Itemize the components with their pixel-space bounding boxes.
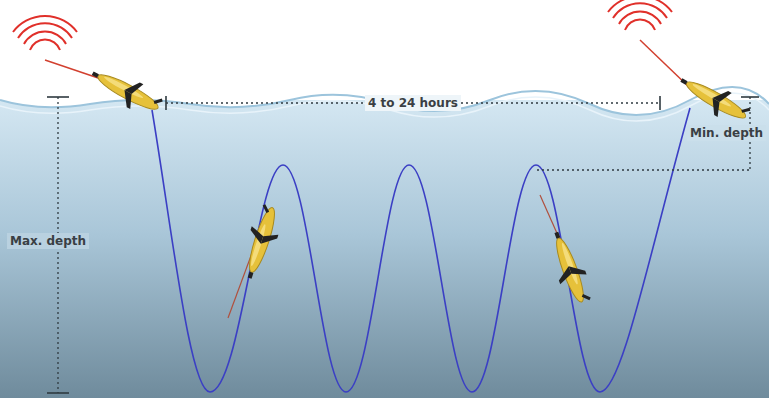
ocean [0, 100, 769, 398]
diving-glider [228, 203, 286, 318]
surface-glider [86, 61, 164, 120]
climbing-glider [540, 195, 595, 307]
surface-glider [674, 68, 752, 129]
dimension-lines [58, 97, 750, 393]
radio-signal [13, 0, 672, 50]
dimension-label: Min. depth [687, 125, 766, 141]
dimension-ticks [47, 96, 759, 393]
duration-label: 4 to 24 hours [365, 95, 461, 111]
glider-path [152, 108, 690, 392]
surface-highlight [0, 93, 769, 121]
dimension-label: Max. depth [7, 233, 89, 249]
sky [0, 0, 769, 115]
antenna [45, 40, 690, 88]
